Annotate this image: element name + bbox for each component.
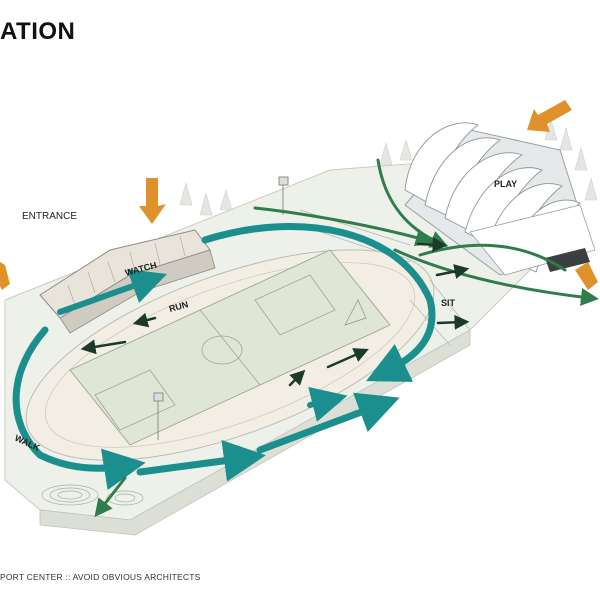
caption: PORT CENTER :: AVOID OBVIOUS ARCHITECTS	[0, 572, 201, 582]
walk-loop-west	[12, 326, 146, 491]
entry-arrow-watch	[139, 178, 166, 224]
penalty-box-left	[94, 369, 176, 431]
field-center-circle	[201, 335, 243, 365]
green-path-entrance	[253, 206, 434, 247]
page-title: ATION	[0, 18, 76, 45]
walk-loop-south	[136, 439, 266, 482]
entry-arrows	[0, 100, 598, 290]
green-arc-play-south	[393, 248, 599, 306]
play-label: PLAY	[494, 179, 517, 189]
watch-stand-path	[57, 269, 167, 315]
entry-arrow-west	[0, 262, 10, 290]
landform-contours	[41, 484, 144, 506]
entrance-label: ENTRANCE	[22, 211, 77, 222]
site-edge	[39, 329, 471, 536]
sit-connector-path	[307, 386, 348, 422]
penalty-box-right	[254, 274, 336, 336]
entry-arrow-east	[575, 262, 598, 290]
field-halfway-line	[199, 309, 261, 386]
walk-loop-southeast	[256, 392, 400, 454]
run-label: RUN	[168, 299, 189, 314]
field-javelin-sector	[344, 299, 367, 326]
green-sw-arrow	[94, 476, 127, 518]
walk-loop-path	[201, 223, 436, 382]
sit-label: SIT	[441, 298, 456, 308]
entry-arrow-play	[527, 100, 572, 132]
grandstand-rib-lines	[67, 235, 186, 306]
track-inner-line	[44, 262, 416, 448]
run-direction-arrows	[80, 237, 470, 387]
